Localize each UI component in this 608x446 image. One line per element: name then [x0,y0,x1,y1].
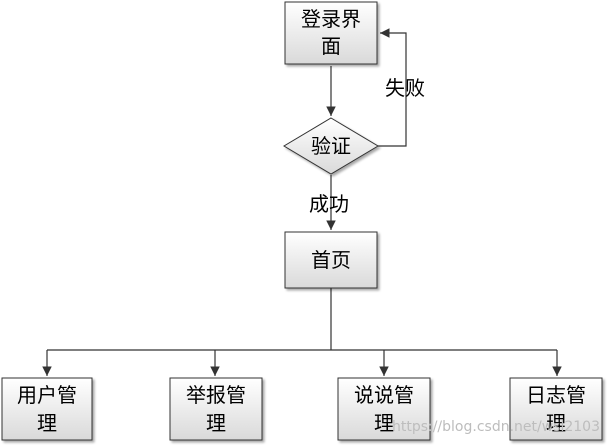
node-report-mgmt-label-line1: 举报管 [186,383,246,407]
node-report-mgmt-label-line2: 理 [206,411,226,435]
node-talk-mgmt-label-line2: 理 [374,411,394,435]
node-report-mgmt: 举报管 理 [169,377,263,441]
node-user-mgmt-label-line1: 用户管 [17,383,77,407]
node-login-label-line1: 登录界 [301,7,361,31]
node-verify: 验证 [283,117,379,175]
watermark-text: https://blog.csdn.net/wsl2103 [392,419,600,435]
node-user-mgmt-label-line2: 理 [37,411,57,435]
node-login-label-line2: 面 [321,34,341,58]
node-login-box [284,1,378,65]
node-home: 首页 [284,231,378,289]
node-log-mgmt: 日志管 理 [509,377,603,441]
node-talk-mgmt: 说说管 理 [337,377,431,441]
edge-label-fail: 失败 [385,76,425,100]
node-user-mgmt-box [1,377,93,441]
node-login: 登录界 面 [284,1,378,65]
node-home-label: 首页 [311,248,351,272]
node-verify-diamond [283,117,379,175]
edges [42,28,562,376]
node-log-mgmt-label-line1: 日志管 [526,383,586,407]
edge-label-success: 成功 [309,192,349,216]
edge-verify-fail-to-login [378,28,407,147]
node-log-mgmt-label-line2: 理 [546,411,566,435]
node-talk-mgmt-box [337,377,431,441]
node-log-mgmt-box [509,377,603,441]
node-home-box [284,231,378,289]
node-user-mgmt: 用户管 理 [1,377,93,441]
node-verify-label: 验证 [311,134,351,158]
node-talk-mgmt-label-line1: 说说管 [354,383,414,407]
node-report-mgmt-box [169,377,263,441]
